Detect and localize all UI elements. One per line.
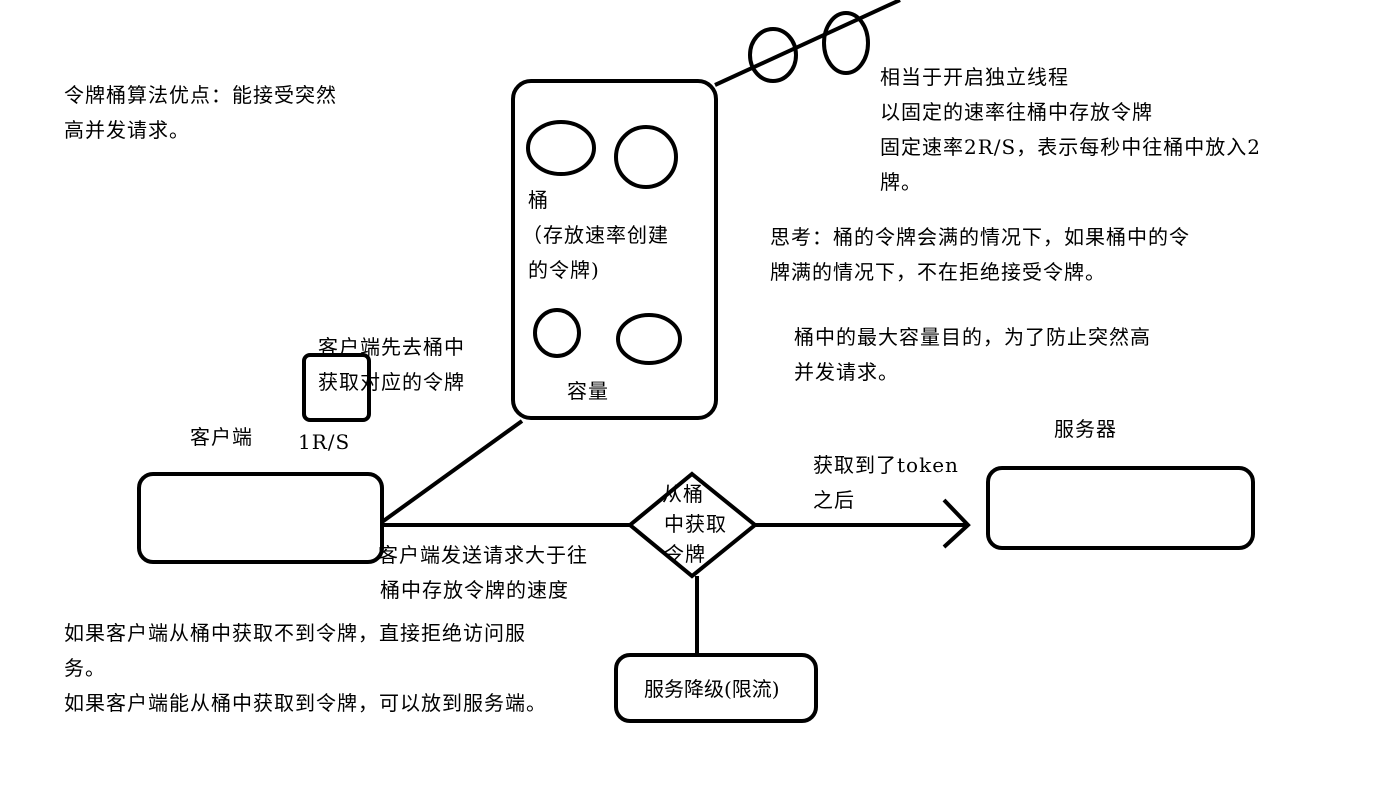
client-rate-note: 客户端发送请求大于往 桶中存放令牌的速度	[378, 543, 588, 602]
bucket-token-2	[614, 125, 678, 189]
result-note: 如果客户端从桶中获取不到令牌，直接拒绝访问服 务。 如果客户端能从桶中获取到令牌…	[64, 621, 547, 715]
degrade-label: 服务降级(限流)	[644, 677, 780, 701]
thinking-note: 思考：桶的令牌会满的情况下，如果桶中的令 牌满的情况下，不在拒绝接受令牌。	[770, 225, 1190, 284]
server-label: 服务器	[1054, 417, 1117, 441]
bucket-capacity-label: 容量	[567, 379, 609, 403]
capacity-note: 桶中的最大容量目的，为了防止突然高 并发请求。	[794, 325, 1151, 384]
feed-token-1	[748, 27, 798, 83]
client-token-box	[302, 353, 371, 422]
decision-text: 从桶 中获取 令牌	[662, 482, 727, 566]
rate-label: 1R/S	[298, 430, 351, 454]
decision-diamond	[626, 471, 759, 579]
client-box	[137, 472, 384, 564]
bucket-token-3	[533, 308, 581, 358]
token-feed-line	[714, 0, 901, 87]
advantage-note: 令牌桶算法优点：能接受突然 高并发请求。	[64, 83, 337, 142]
client-fetch-note: 客户端先去桶中 获取对应的令牌	[318, 335, 465, 394]
bucket-label: 桶	[528, 188, 549, 212]
bucket-token-4	[616, 313, 682, 365]
thread-note: 相当于开启独立线程 以固定的速率往桶中存放令牌 固定速率2R/S，表示每秒中往桶…	[880, 65, 1261, 194]
server-box	[986, 466, 1255, 550]
degrade-box	[614, 653, 818, 723]
client-to-bucket-line	[380, 419, 524, 524]
feed-token-2	[822, 11, 870, 75]
bucket-token-1	[526, 120, 596, 176]
token-note: 获取到了token 之后	[813, 453, 959, 512]
arrow-head	[942, 498, 971, 549]
bucket-description: （存放速率创建 的令牌)	[522, 223, 669, 282]
bucket-box	[511, 79, 718, 420]
client-label: 客户端	[190, 425, 253, 449]
